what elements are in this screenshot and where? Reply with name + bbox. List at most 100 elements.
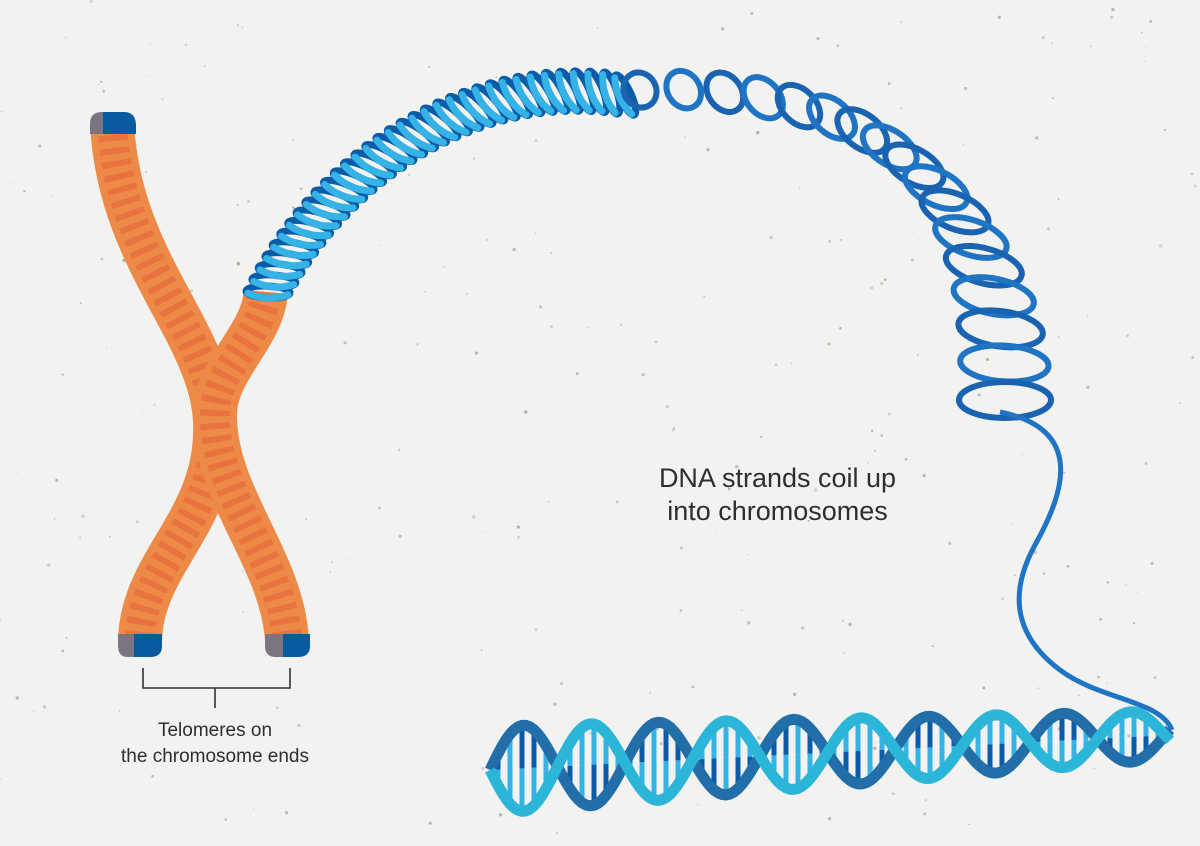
coil-loop-front [498,78,530,119]
speckle [880,281,884,285]
coil-ring [901,163,971,213]
speckle [241,570,244,572]
speckle [474,351,478,355]
speckle [1153,676,1157,679]
speckle [810,169,812,171]
speckle [827,817,832,821]
speckle [679,546,683,550]
speckle [1190,172,1194,176]
coil-loop-front [244,289,292,302]
coil-loop-front [384,128,426,158]
speckle [442,265,445,268]
speckle [472,515,476,519]
speckle [23,190,26,193]
speckle [1086,315,1089,318]
speckle [1150,562,1154,566]
speckle [746,554,748,556]
speckle [962,144,964,146]
speckle [1047,227,1050,231]
speckle [424,290,426,293]
speckle [331,561,333,563]
speckle [553,702,557,707]
speckle [236,203,239,206]
speckle [15,696,19,700]
speckle [1057,197,1060,200]
speckle [727,487,731,491]
speckle [241,26,243,29]
speckle [615,500,619,504]
speckle [467,164,469,166]
speckle [47,563,51,567]
speckle [550,325,553,328]
speckle [1097,675,1100,679]
speckle [550,252,552,254]
coil-loop-front [277,232,324,249]
speckle [10,181,12,184]
coil-ring [740,74,786,122]
speckle [910,258,914,262]
speckle [1042,572,1046,575]
coil-loop-front [396,121,436,152]
coil-loop-front [341,162,385,187]
coil-loop-front [331,171,375,195]
speckle [985,357,990,362]
speckle [150,43,152,45]
coil-loop-front [471,86,506,124]
speckle [144,170,147,173]
speckle [836,44,840,47]
speckle [1141,31,1143,34]
speckle [534,139,538,142]
speckle [911,473,913,475]
coil-loop-front [540,71,568,114]
telomere-bottom-right [265,634,310,657]
speckle [122,258,126,262]
speckle [348,559,350,561]
coil-loop-front [270,243,317,259]
coil-loop-front [250,277,298,291]
dna-caption-line-1: DNA strands coil up [658,463,897,493]
speckle [329,570,332,573]
speckle [1125,584,1127,586]
speckle [575,372,579,376]
coil-loop-front [263,254,310,270]
coil-loop-front [569,70,593,114]
speckle [750,11,754,16]
coil-loop-front [432,101,470,136]
speckle [153,403,156,406]
speckle [900,107,903,110]
speckle [880,434,884,437]
speckle [1010,523,1013,525]
speckle [883,278,887,281]
coil-ring [950,274,1037,319]
speckle [1086,385,1090,389]
speckle [53,518,56,520]
speckle [1132,622,1136,625]
speckle [517,536,520,539]
speckle [870,286,874,290]
dna-double-helix [485,706,1175,817]
speckle [1158,244,1163,248]
speckle [839,326,842,330]
speckle [1191,356,1195,359]
speckle [161,98,164,101]
speckle [774,363,778,366]
speckle [1106,581,1110,584]
speckle [246,199,251,204]
speckle [55,478,59,482]
speckle [1136,591,1138,593]
speckle [146,74,148,77]
speckle [495,265,497,267]
speckle [495,76,497,79]
coil-ring [806,92,858,142]
tight-dna-coil [242,67,640,302]
speckle [0,618,2,621]
speckle [840,238,843,241]
coil-loop-front [311,190,357,212]
speckle [65,637,68,640]
loose-dna-coil [620,67,1054,421]
speckle [1037,687,1040,689]
speckle [16,473,18,475]
speckle [534,628,538,631]
speckle [1057,336,1060,338]
speckle [398,534,402,538]
